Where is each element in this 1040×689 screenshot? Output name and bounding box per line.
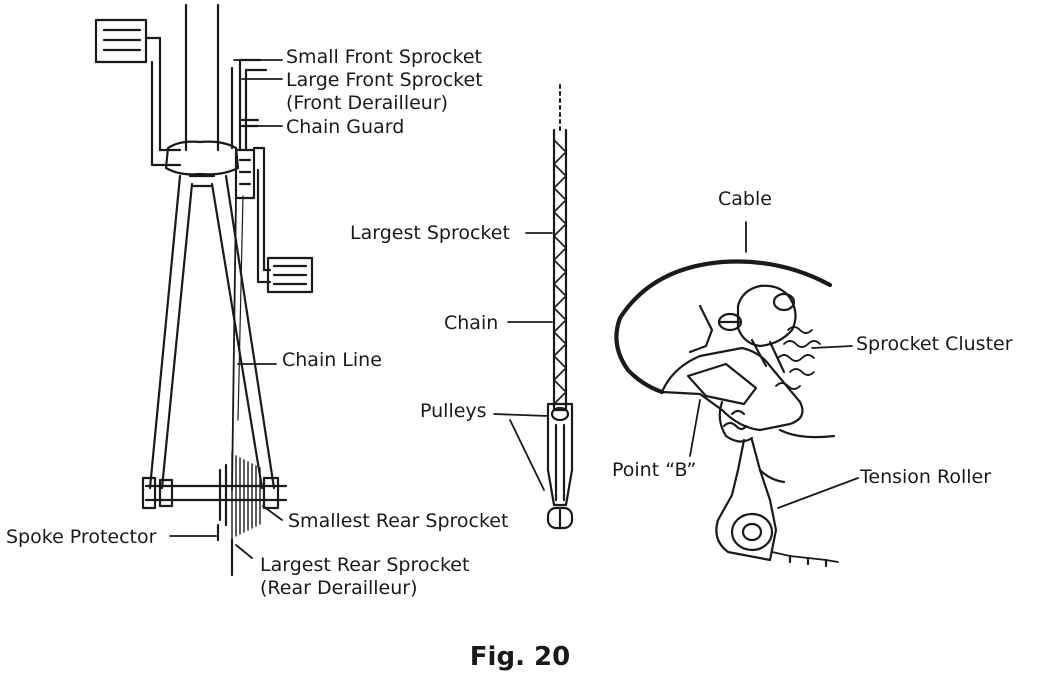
label-chain-line: Chain Line bbox=[282, 349, 382, 371]
rear-derailleur-drawing bbox=[614, 259, 839, 568]
derailleur-body bbox=[660, 346, 804, 432]
label-smallest-rear-sprocket: Smallest Rear Sprocket bbox=[288, 510, 509, 532]
crank-arm-right bbox=[252, 146, 272, 272]
figure-caption: Fig. 20 bbox=[469, 642, 571, 672]
label-front-derailleur: (Front Derailleur) bbox=[286, 92, 449, 114]
sprocket-cluster-teeth bbox=[775, 326, 821, 390]
bottom-bracket bbox=[164, 140, 240, 176]
label-large-front-sprocket: Large Front Sprocket bbox=[286, 69, 483, 91]
upper-pulley bbox=[550, 406, 570, 422]
label-largest-rear-sprocket: Largest Rear Sprocket bbox=[260, 554, 470, 576]
label-chain-guard: Chain Guard bbox=[286, 116, 405, 138]
lower-pulley bbox=[546, 506, 574, 530]
pulley-cage bbox=[546, 402, 574, 507]
right-leader-lines bbox=[689, 221, 859, 509]
rear-sprocket-cluster bbox=[231, 451, 261, 541]
label-spoke-protector: Spoke Protector bbox=[6, 526, 157, 548]
label-largest-sprocket: Largest Sprocket bbox=[350, 222, 510, 244]
middle-leader-lines bbox=[493, 232, 553, 491]
chain-side-view bbox=[546, 84, 574, 530]
label-sprocket-cluster: Sprocket Cluster bbox=[856, 333, 1013, 355]
label-cable: Cable bbox=[718, 188, 772, 210]
rear-hub-right bbox=[262, 476, 280, 510]
label-rear-derailleur: (Rear Derailleur) bbox=[260, 577, 418, 599]
chain-guard bbox=[234, 148, 256, 200]
pedal-top bbox=[94, 18, 148, 64]
pedal-bottom bbox=[266, 256, 314, 294]
rear-hub-left bbox=[141, 476, 157, 510]
label-chain: Chain bbox=[444, 312, 499, 334]
drivetrain-top-view bbox=[94, 3, 314, 577]
label-point-b: Point “B” bbox=[612, 459, 697, 481]
tension-roller bbox=[730, 512, 774, 552]
crank-arm-left bbox=[150, 60, 182, 167]
cable bbox=[614, 259, 833, 395]
left-leader-lines bbox=[169, 59, 283, 559]
label-small-front-sprocket: Small Front Sprocket bbox=[286, 46, 482, 68]
label-tension-roller: Tension Roller bbox=[860, 466, 992, 488]
chain-line bbox=[231, 195, 237, 491]
label-pulleys: Pulleys bbox=[420, 400, 487, 422]
